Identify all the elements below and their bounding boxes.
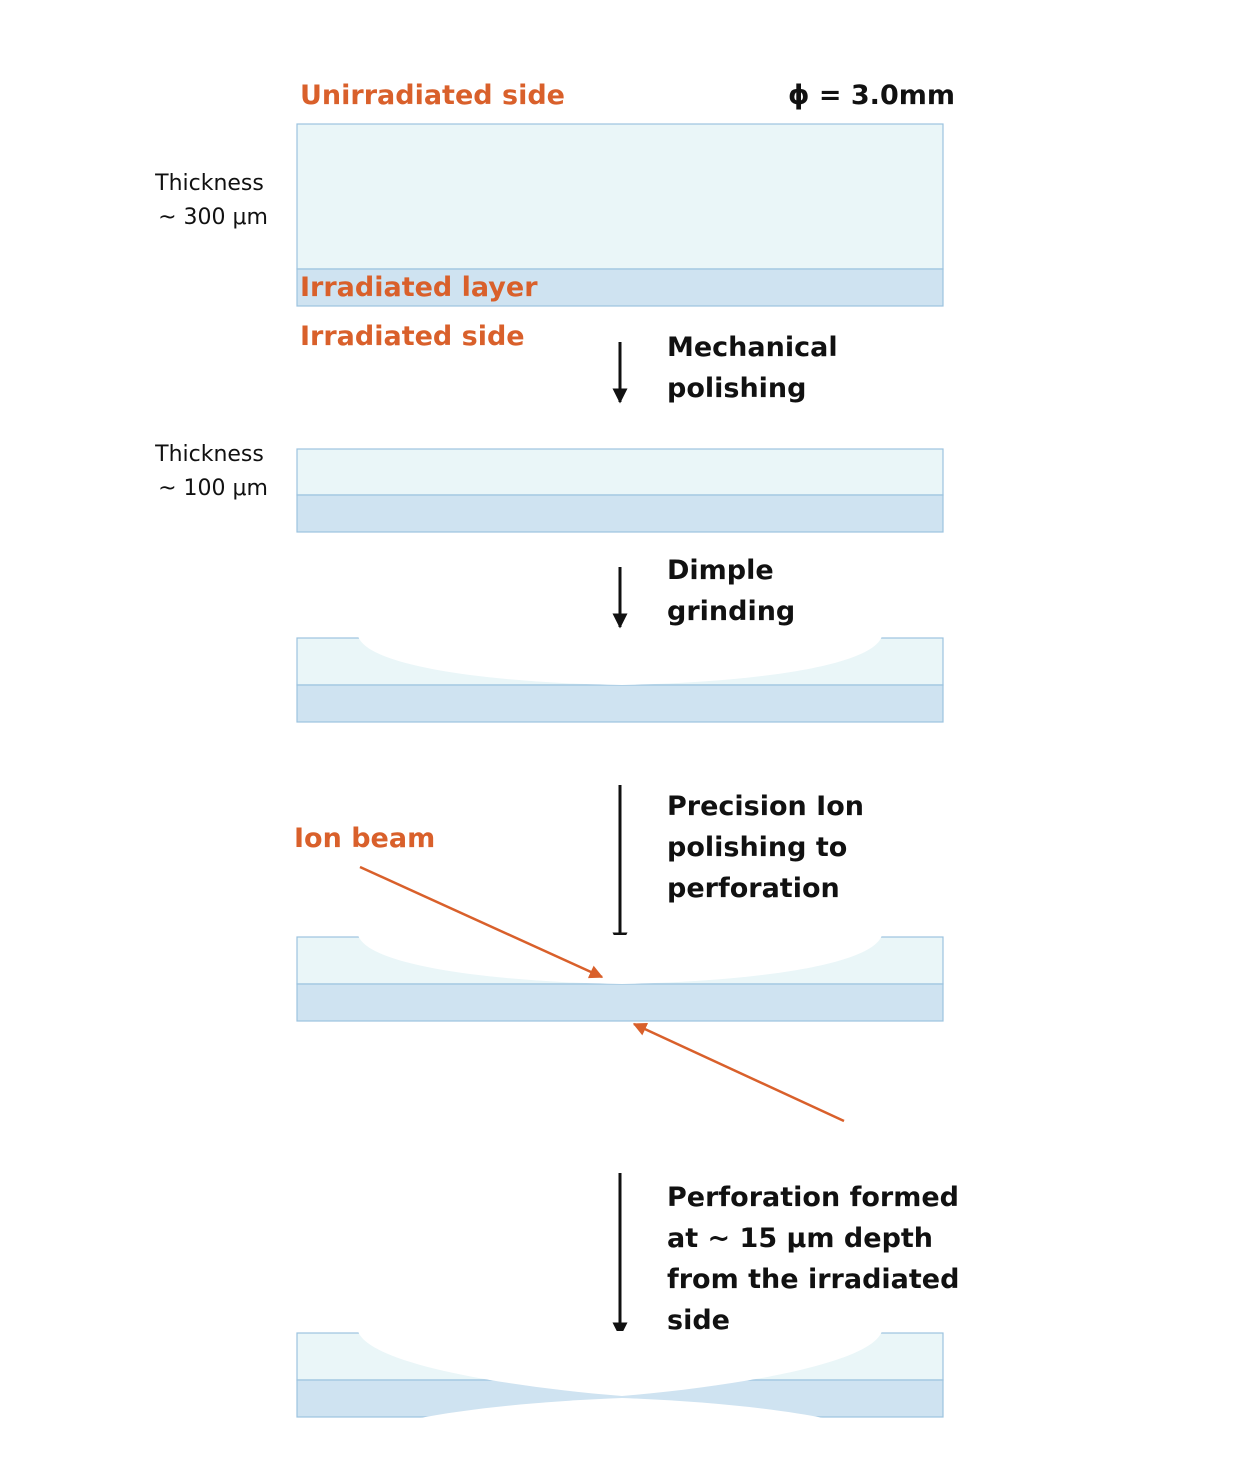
thickness-label-100-line2: ~ 100 μm xyxy=(158,476,268,501)
step-1-line-2: polishing xyxy=(667,373,806,404)
step-4-line-2: at ~ 15 μm depth xyxy=(667,1223,933,1254)
perforated-disc xyxy=(296,1331,944,1419)
step-3-line-2: polishing to xyxy=(667,832,847,863)
thickness-label-100: Thickness ~ 100 μm xyxy=(154,442,271,501)
initial-disc xyxy=(296,123,944,307)
unirradiated-region xyxy=(296,123,944,270)
step-4-line-1: Perforation formed xyxy=(667,1182,959,1213)
step-3-line-1: Precision Ion xyxy=(667,791,864,822)
step-label-ion-polishing: Precision Ion polishing to perforation xyxy=(667,791,873,904)
thickness-label-300-line1: Thickness xyxy=(154,171,264,196)
dimple-cavity xyxy=(358,636,882,685)
ion-polished-disc xyxy=(296,935,944,1022)
step-1-line-1: Mechanical xyxy=(667,332,838,363)
step-2-line-1: Dimple xyxy=(667,555,774,586)
ion-beam-arrow-lower xyxy=(632,1022,845,1123)
dimple-cavity-perforated xyxy=(358,1331,882,1396)
thickness-label-300: Thickness ~ 300 μm xyxy=(154,171,271,230)
perforation-hole xyxy=(415,1398,828,1419)
step-label-perforation: Perforation formed at ~ 15 μm depth from… xyxy=(667,1182,969,1336)
unirradiated-side-label: Unirradiated side xyxy=(300,80,565,111)
ion-beam-arrow-upper xyxy=(359,865,604,979)
step-label-dimple-grinding: Dimple grinding xyxy=(667,555,795,627)
ion-beam-label: Ion beam xyxy=(294,823,435,854)
thinned-unirradiated-region xyxy=(296,448,944,496)
thinned-disc xyxy=(296,448,944,533)
step-label-mechanical-polishing: Mechanical polishing xyxy=(667,332,847,404)
step-4-line-4: side xyxy=(667,1305,730,1336)
irradiated-layer-label: Irradiated layer xyxy=(300,272,538,303)
step-4-line-3: from the irradiated xyxy=(667,1264,959,1295)
step-2-line-2: grinding xyxy=(667,596,795,627)
thinned-irradiated-region xyxy=(296,494,944,533)
step-3-line-3: perforation xyxy=(667,873,840,904)
diameter-label: ϕ = 3.0mm xyxy=(788,80,955,111)
irradiated-layer-region xyxy=(296,268,944,307)
irradiated-side-label: Irradiated side xyxy=(300,321,525,352)
thickness-label-100-line1: Thickness xyxy=(154,442,264,467)
thickness-label-300-line2: ~ 300 μm xyxy=(158,205,268,230)
dimpled-disc xyxy=(296,636,944,723)
dimple-cavity-ion xyxy=(358,935,882,984)
